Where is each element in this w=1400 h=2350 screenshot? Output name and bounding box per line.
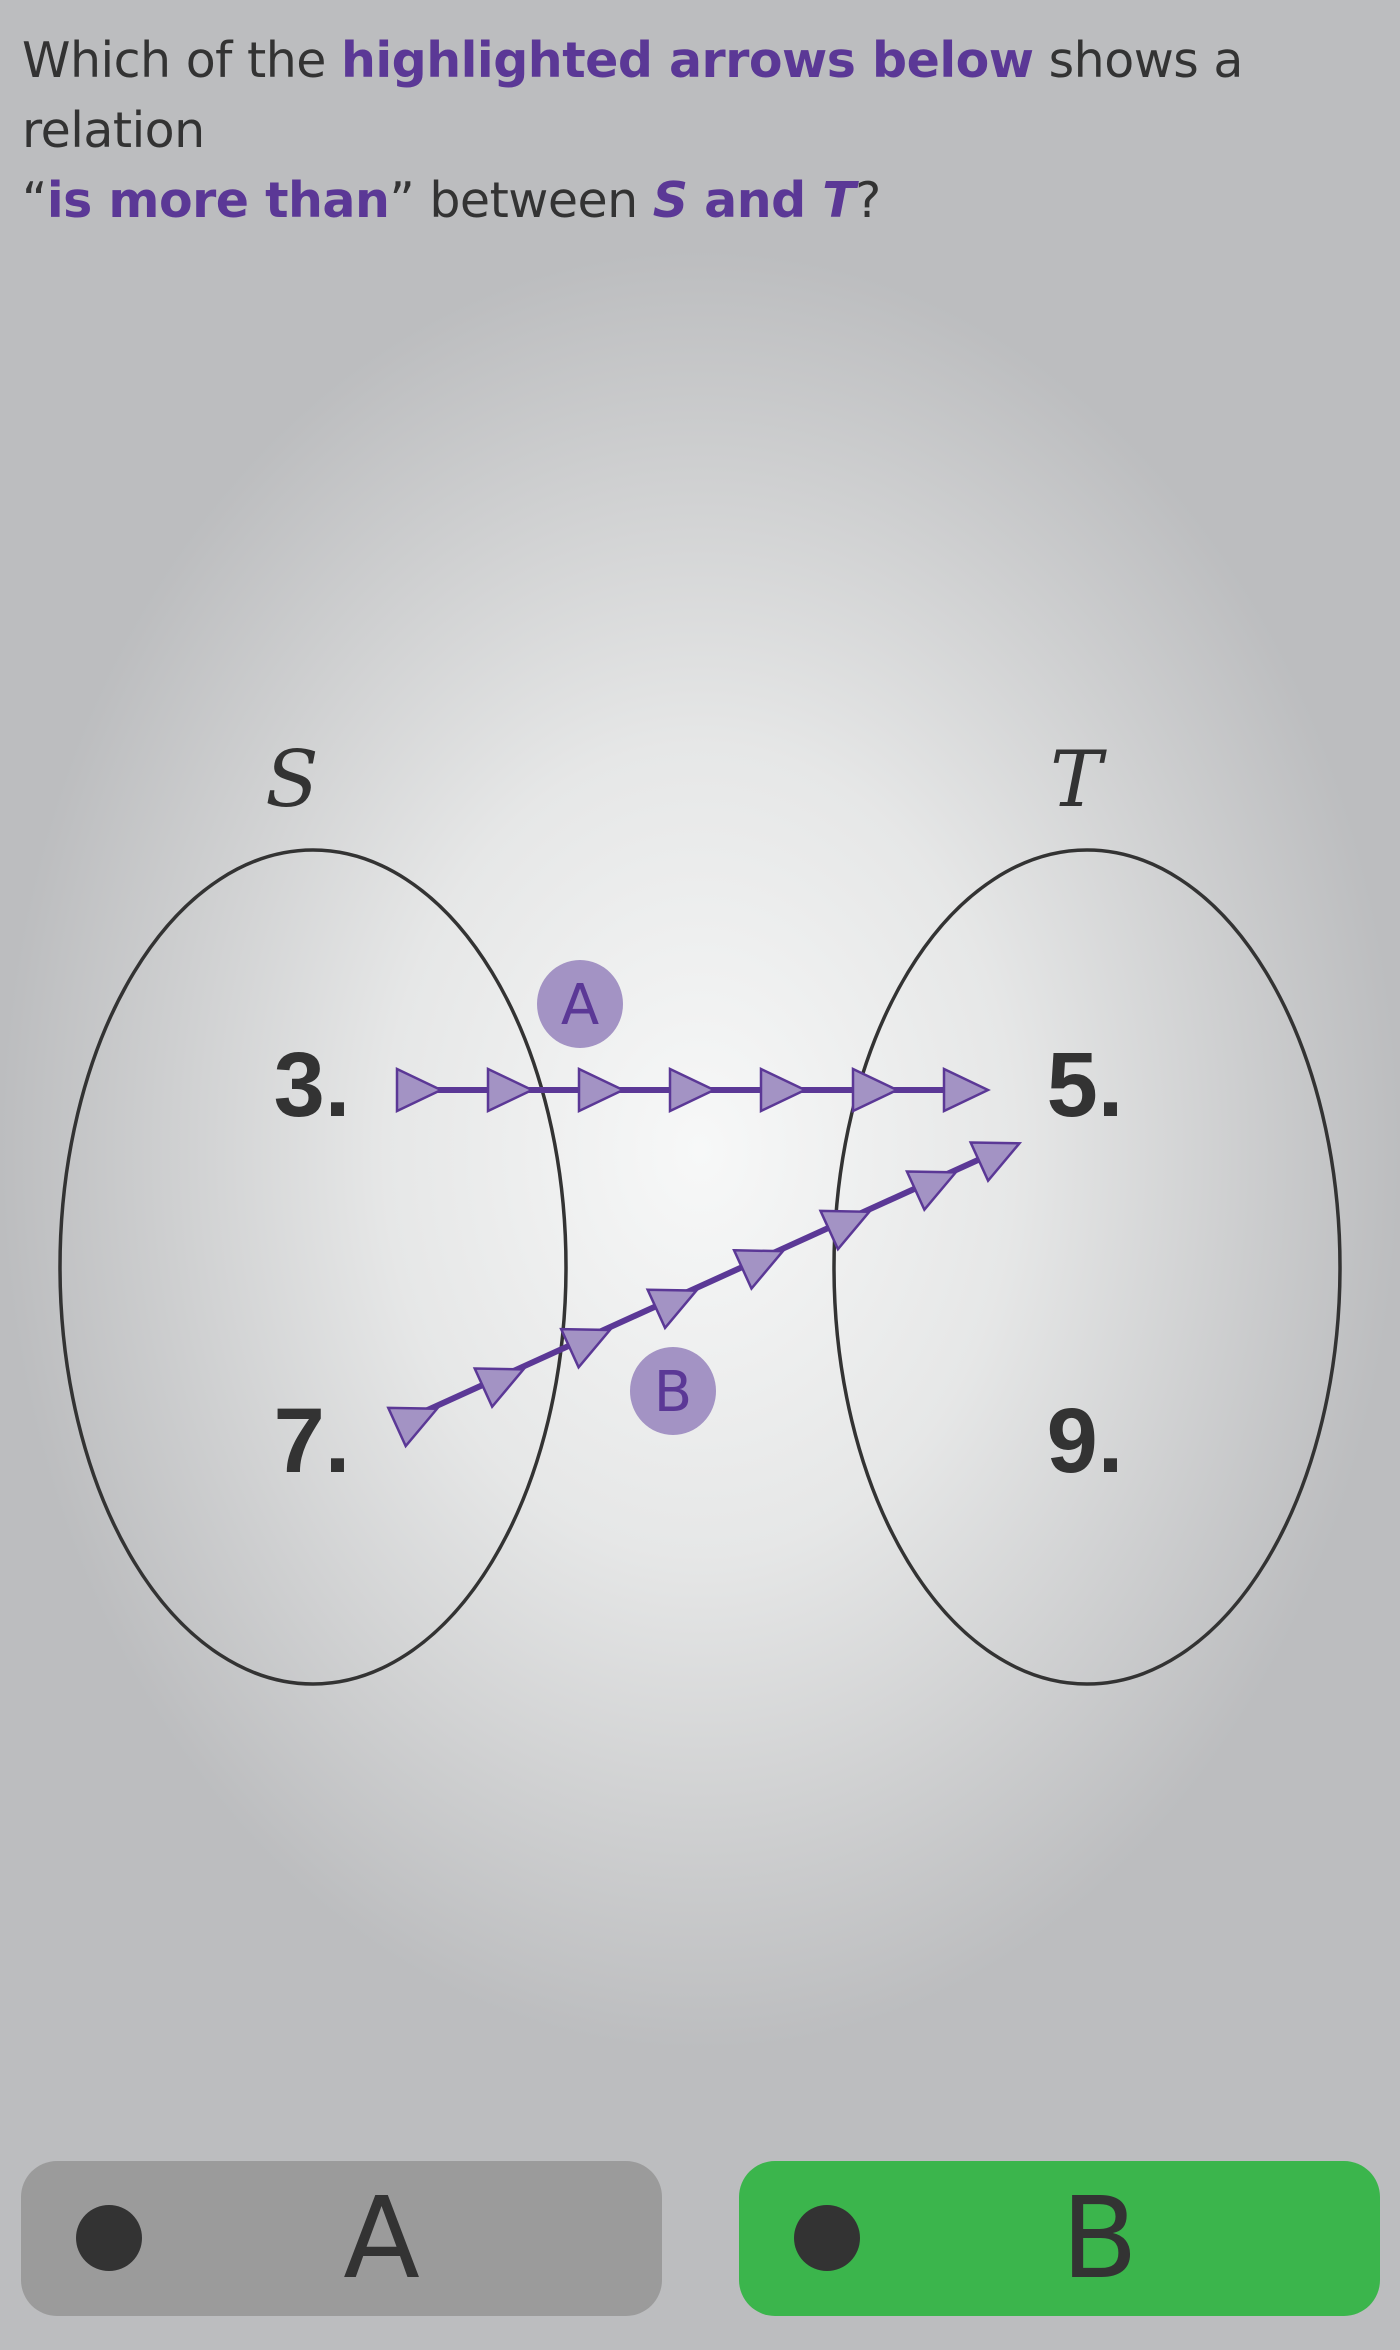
question-part: ? — [855, 172, 881, 229]
set-t-ref: T — [822, 172, 856, 229]
question-part: shows a relation — [22, 32, 1243, 159]
set-s-ref: S — [652, 172, 688, 229]
set-t-label: T — [1050, 735, 1107, 825]
radio-dot-icon — [76, 2205, 142, 2271]
badge-a: A — [537, 960, 623, 1048]
answer-a-button[interactable]: A — [21, 2161, 662, 2316]
question-text: Which of the highlighted arrows below sh… — [22, 26, 1382, 236]
question-part: Which of the — [22, 32, 341, 89]
question-part: ” between — [389, 172, 653, 229]
question-part: “ — [22, 172, 47, 229]
badge-b-label: B — [654, 1360, 692, 1425]
question-highlight: highlighted arrows below — [341, 32, 1034, 89]
element-9: 9. — [1047, 1390, 1124, 1492]
set-t-ellipse — [832, 848, 1342, 1686]
badge-a-label: A — [561, 973, 599, 1038]
answer-a-label: A — [343, 2173, 420, 2304]
badge-b: B — [630, 1347, 716, 1435]
answer-b-label: B — [1061, 2173, 1138, 2304]
radio-dot-icon — [794, 2205, 860, 2271]
answer-b-button[interactable]: B — [739, 2161, 1380, 2316]
question-highlight: and — [687, 172, 823, 229]
question-highlight: is more than — [46, 172, 390, 229]
arrow-a[interactable] — [395, 1067, 990, 1113]
set-s-ellipse — [58, 848, 568, 1686]
set-s-label: S — [265, 735, 318, 825]
element-7: 7. — [274, 1390, 351, 1492]
element-3: 3. — [274, 1034, 351, 1136]
element-5: 5. — [1047, 1034, 1124, 1136]
arrow-b[interactable] — [387, 1122, 1030, 1448]
